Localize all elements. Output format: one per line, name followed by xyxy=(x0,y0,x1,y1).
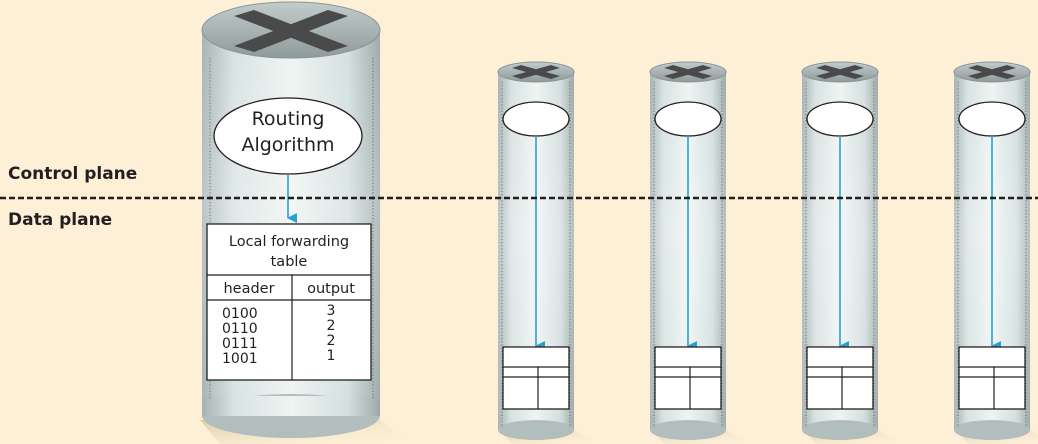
routing-algorithm-line2: Algorithm xyxy=(241,134,334,156)
router-x-icon xyxy=(816,65,864,79)
small-forwarding-table xyxy=(654,346,722,410)
forwarding-table-frame xyxy=(206,223,372,381)
small-router xyxy=(649,61,727,440)
small-router-base xyxy=(650,420,726,440)
small-routing-node xyxy=(654,101,722,137)
small-router-base xyxy=(498,420,574,440)
small-router-base xyxy=(802,420,878,440)
small-routing-node xyxy=(502,101,570,137)
forwarding-table-col-output: output xyxy=(307,281,355,297)
forwarding-row-output: 2 xyxy=(327,318,336,334)
forwarding-table-title-line2: table xyxy=(271,254,308,270)
forwarding-row-output: 3 xyxy=(327,303,336,319)
small-forwarding-table xyxy=(958,346,1026,410)
forwarding-row-output: 1 xyxy=(327,348,336,364)
forwarding-table-rows: 0100 3 0110 2 0111 2 1001 1 xyxy=(222,303,335,367)
forwarding-row-output: 2 xyxy=(327,333,336,349)
forwarding-row-header: 0111 xyxy=(222,336,258,352)
small-router-base xyxy=(954,420,1030,440)
small-forwarding-table xyxy=(502,346,570,410)
forwarding-table-title-line1: Local forwarding xyxy=(229,234,349,250)
local-forwarding-table: Local forwarding table header output 010… xyxy=(206,223,372,381)
routing-algorithm-line1: Routing xyxy=(252,108,325,130)
data-plane-label: Data plane xyxy=(8,210,113,230)
router-x-icon xyxy=(968,65,1016,79)
small-router xyxy=(953,61,1031,440)
router-x-icon xyxy=(234,10,348,52)
small-router xyxy=(497,61,575,440)
forwarding-row-header: 0110 xyxy=(222,321,258,337)
forwarding-row-header: 0100 xyxy=(222,306,258,322)
forwarding-table-col-header: header xyxy=(223,281,274,297)
small-forwarding-table xyxy=(806,346,874,410)
small-routing-node xyxy=(806,101,874,137)
control-plane-label: Control plane xyxy=(8,164,138,184)
small-router xyxy=(801,61,879,440)
router-x-icon xyxy=(664,65,712,79)
forwarding-row-header: 1001 xyxy=(222,351,258,367)
router-x-icon xyxy=(512,65,560,79)
small-routing-node xyxy=(958,101,1026,137)
small-routers xyxy=(497,61,1031,440)
